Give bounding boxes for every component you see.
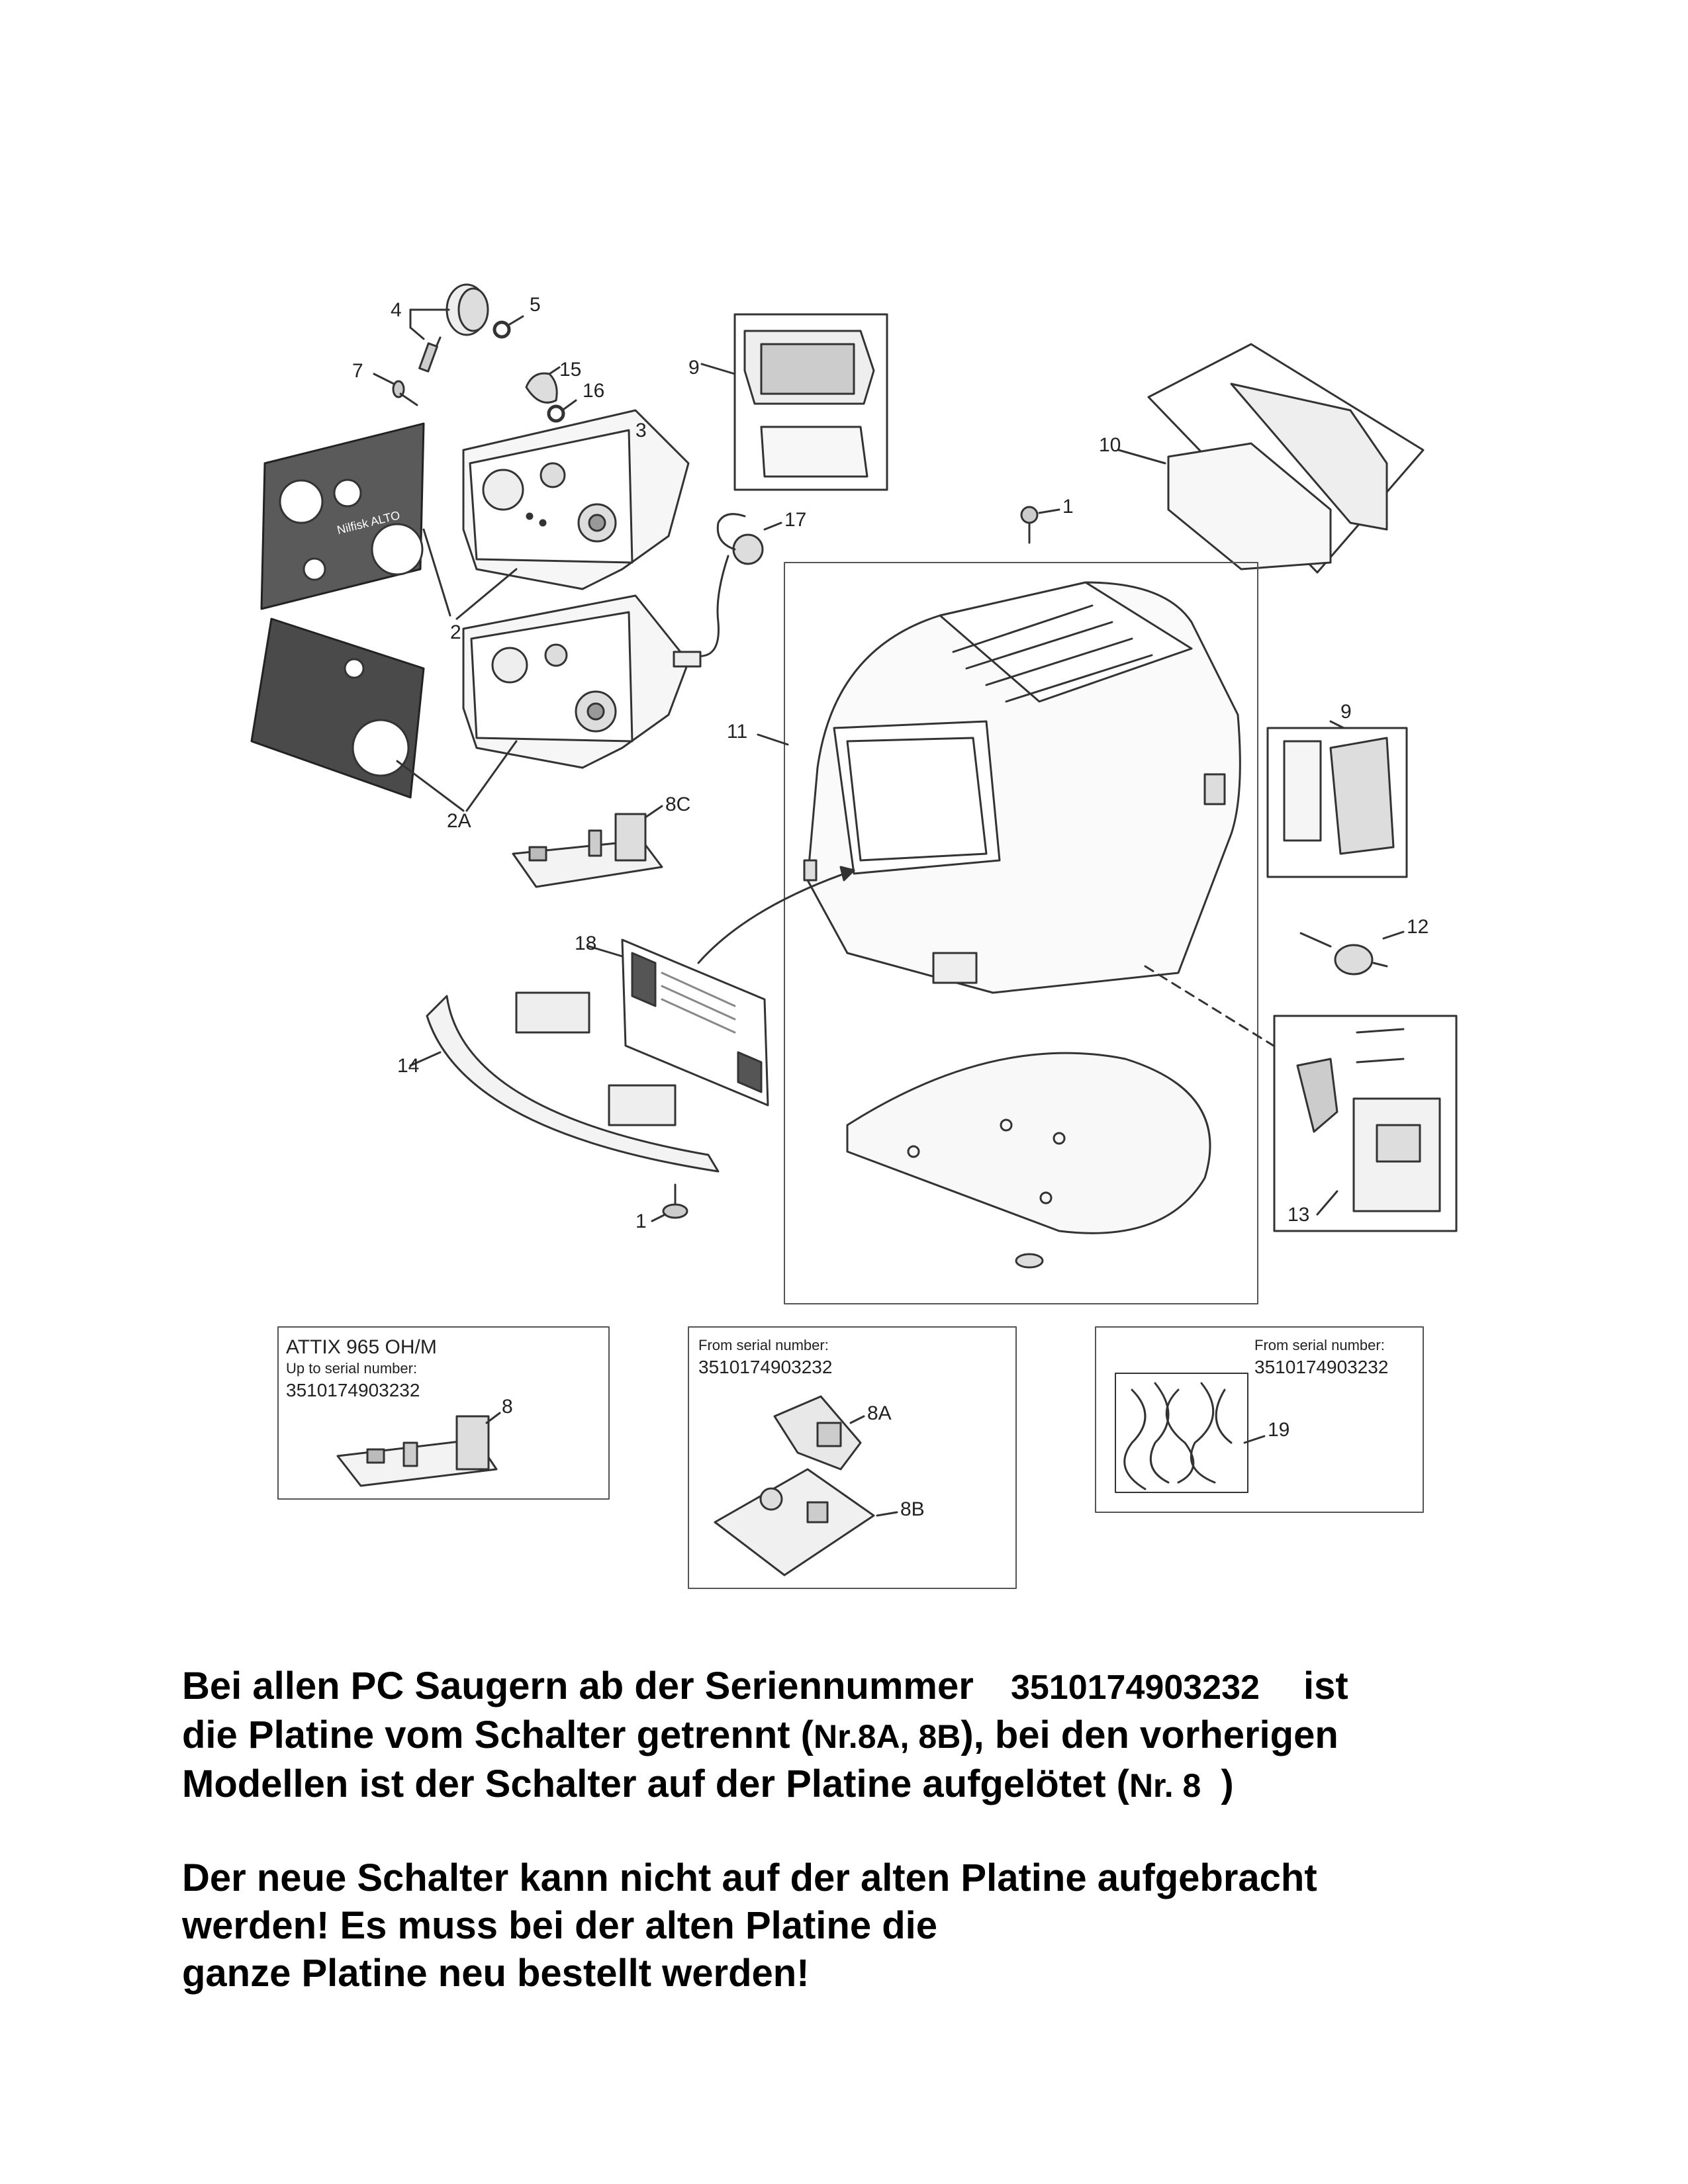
cable-part-17 bbox=[673, 513, 764, 668]
old-box-caption: Up to serial number: bbox=[286, 1360, 417, 1377]
callout-2: 2 bbox=[450, 621, 461, 643]
note-line-1-text: Bei allen PC Saugern ab der Seriennummer bbox=[182, 1664, 974, 1707]
note-line-3: Modellen ist der Schalter auf der Platin… bbox=[182, 1760, 1638, 1809]
filter-box-caption: From serial number: bbox=[1254, 1337, 1385, 1353]
hood-frame bbox=[784, 562, 1258, 1304]
callout-15: 15 bbox=[559, 359, 581, 381]
pcb-part-8b bbox=[714, 1468, 875, 1576]
filter-part-10 bbox=[1147, 343, 1425, 574]
control-housing-part-2a bbox=[462, 594, 690, 769]
callout-5: 5 bbox=[530, 294, 541, 316]
switch-assembly-part-13 bbox=[1273, 1015, 1458, 1232]
screw-part-1-top bbox=[1020, 506, 1039, 544]
callout-1-bottom: 1 bbox=[635, 1210, 647, 1232]
faceplate-dark-part-2a bbox=[250, 617, 425, 799]
knob-part-4 bbox=[409, 283, 489, 373]
oring-part-16 bbox=[547, 404, 565, 423]
callout-4: 4 bbox=[391, 299, 402, 321]
old-box-title: ATTIX 965 OH/M bbox=[286, 1336, 437, 1358]
filter-box-serial: 3510174903232 bbox=[1254, 1357, 1388, 1377]
note-line-4: Der neue Schalter kann nicht auf der alt… bbox=[182, 1856, 1317, 1899]
new-box-serial: 3510174903232 bbox=[698, 1357, 832, 1377]
note-ref-8: Nr. 8 bbox=[1129, 1767, 1201, 1804]
note-line-2: die Platine vom Schalter getrennt (Nr.8A… bbox=[182, 1711, 1638, 1760]
service-note: Bei allen PC Saugern ab der Seriennummer… bbox=[182, 1662, 1638, 1997]
callout-18: 18 bbox=[575, 933, 596, 954]
callout-10: 10 bbox=[1099, 434, 1121, 456]
old-box-serial: 3510174903232 bbox=[286, 1380, 420, 1400]
callout-7: 7 bbox=[352, 360, 363, 382]
note-ref-8a-8b: Nr.8A, 8B bbox=[814, 1718, 961, 1755]
callout-12: 12 bbox=[1407, 916, 1429, 938]
callout-1-top: 1 bbox=[1062, 496, 1074, 518]
callout-9-top: 9 bbox=[688, 357, 700, 379]
oring-part-5 bbox=[492, 320, 511, 339]
screw-part-1-bottom bbox=[662, 1183, 688, 1219]
callout-9-right: 9 bbox=[1340, 701, 1352, 723]
hood-part-11 bbox=[803, 581, 1241, 994]
switch-part-8a bbox=[773, 1395, 862, 1471]
note-line-2-end: ), bei den vorherigen bbox=[961, 1713, 1338, 1756]
handle-part-14 bbox=[426, 991, 720, 1173]
callout-11: 11 bbox=[727, 721, 747, 743]
note-line-3-text: Modellen ist der Schalter auf der Platin… bbox=[182, 1762, 1129, 1805]
new-box-caption: From serial number: bbox=[698, 1337, 829, 1353]
screw-part-7 bbox=[373, 373, 418, 406]
callout-8a: 8A bbox=[867, 1402, 892, 1424]
base-plate bbox=[846, 1052, 1211, 1269]
knob-part-15 bbox=[525, 366, 561, 404]
power-plug-part-12 bbox=[1299, 932, 1388, 976]
note-line-3-end: ) bbox=[1221, 1762, 1234, 1805]
pcb-part-8 bbox=[336, 1415, 498, 1487]
hose-part-19 bbox=[1115, 1373, 1248, 1493]
note-line-1: Bei allen PC Saugern ab der Seriennummer… bbox=[182, 1662, 1638, 1711]
callout-14: 14 bbox=[397, 1055, 419, 1077]
control-housing-part-2 bbox=[462, 409, 690, 590]
callout-8c: 8C bbox=[665, 794, 690, 815]
note-line-6: ganze Platine neu bestellt werden! bbox=[182, 1952, 810, 1995]
note-line-5: werden! Es muss bei der alten Platine di… bbox=[182, 1904, 938, 1947]
callout-19: 19 bbox=[1268, 1419, 1289, 1441]
filter-housing-part-9-top bbox=[733, 313, 888, 491]
note-line-1-end: ist bbox=[1303, 1664, 1348, 1707]
faceplate-dark-part-2 bbox=[260, 422, 425, 610]
filter-part-9-right bbox=[1266, 727, 1408, 878]
callout-8b: 8B bbox=[900, 1498, 925, 1520]
callout-13: 13 bbox=[1288, 1204, 1309, 1226]
callout-3: 3 bbox=[635, 420, 647, 441]
callout-2a: 2A bbox=[447, 810, 471, 832]
callout-16: 16 bbox=[583, 380, 604, 402]
note-line-2-text: die Platine vom Schalter getrennt ( bbox=[182, 1713, 814, 1756]
callout-17: 17 bbox=[784, 509, 806, 531]
pcb-part-8c bbox=[512, 813, 663, 888]
warning-label-part-18 bbox=[621, 938, 769, 1107]
note-serial: 3510174903232 bbox=[1010, 1668, 1260, 1707]
callout-8: 8 bbox=[502, 1396, 513, 1418]
